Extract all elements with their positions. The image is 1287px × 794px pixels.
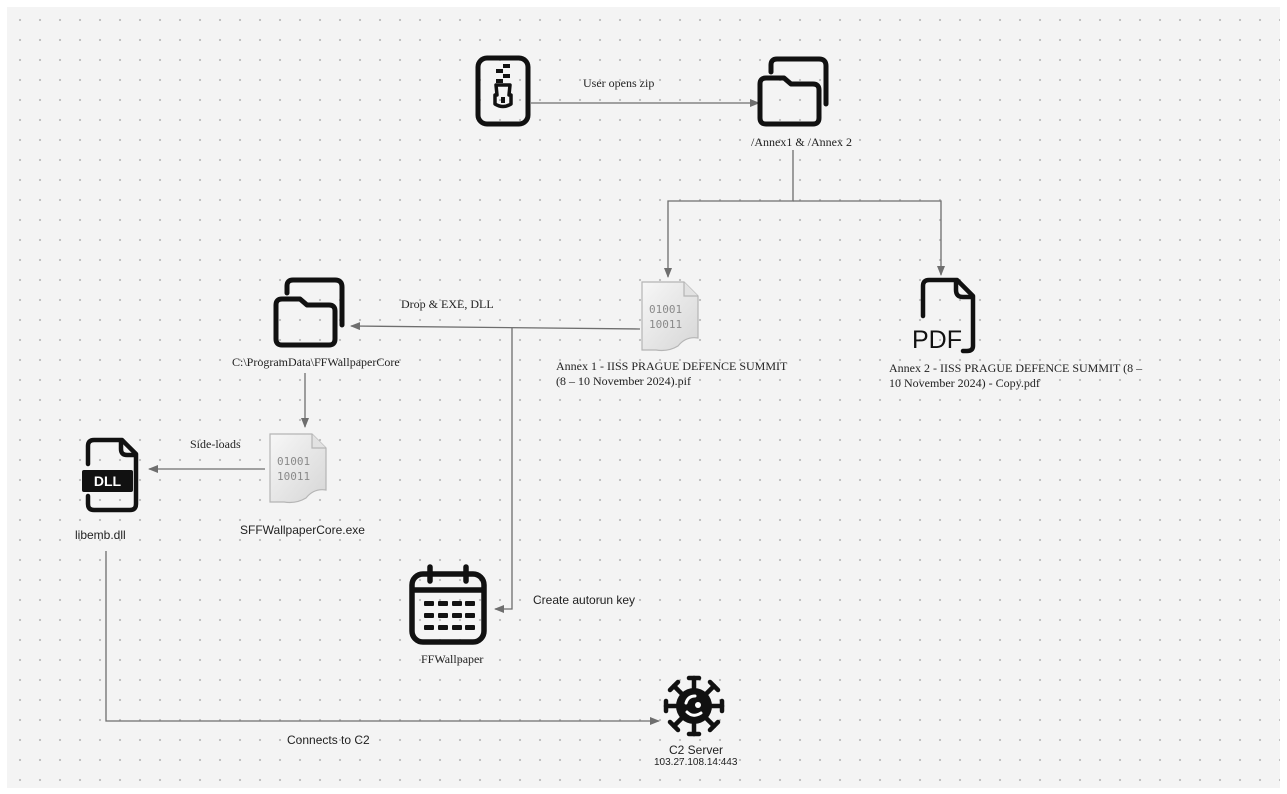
edge-label-drop: Drop & EXE, DLL <box>401 297 494 311</box>
edge-label-user-opens-zip: User opens zip <box>583 76 655 90</box>
binary-digits-line-2: 10011 <box>277 470 310 483</box>
node-label-pdf-line-1: Annex 2 - IISS PRAGUE DEFENCE SUMMIT (8 … <box>889 361 1143 375</box>
binary-file-icon: 01001 10011 <box>641 281 699 352</box>
dll-file-icon: DLL <box>82 437 139 513</box>
node-label-pif-line-2: (8 – 10 November 2024).pif <box>556 374 691 388</box>
node-label-dll: libemb.dll <box>75 528 126 542</box>
calendar-icon <box>409 564 487 645</box>
edge-dll-to-c2 <box>105 551 660 725</box>
edge-label-create-autorun-key: Create autorun key <box>533 593 636 607</box>
diagram-canvas <box>7 7 1280 788</box>
folder-icon <box>273 277 345 348</box>
edge-folder-to-pdf <box>793 200 945 276</box>
binary-digits-line-1: 01001 <box>277 455 310 468</box>
node-label-programdata-folder: C:\ProgramData\FFWallpaperCore <box>232 355 400 369</box>
node-label-pdf-line-2: 10 November 2024) - Copy.pdf <box>889 376 1040 390</box>
pdf-file-icon: PDF <box>912 277 976 354</box>
node-label-annex-folder: /Annex1 & /Annex 2 <box>751 135 852 149</box>
binary-digits-line-2: 10011 <box>649 318 682 331</box>
zip-file-icon <box>475 55 531 127</box>
edge-label-connects-to-c2: Connects to C2 <box>287 733 370 747</box>
binary-digits-line-1: 01001 <box>649 303 682 316</box>
node-label-exe: SFFWallpaperCore.exe <box>240 523 365 537</box>
binary-file-icon: 01001 10011 <box>269 433 327 504</box>
node-label-autorun: FFWallpaper <box>421 652 484 666</box>
edge-pif-to-autorun <box>494 328 513 613</box>
dll-badge-text: DLL <box>94 473 122 489</box>
edge-folder-split <box>664 150 794 278</box>
node-label-pif-line-1: Annex 1 - IISS PRAGUE DEFENCE SUMMIT <box>556 359 788 373</box>
pdf-badge-text: PDF <box>912 326 962 354</box>
edge-label-side-loads: Side-loads <box>190 437 241 451</box>
edge-pif-to-programdata <box>350 322 641 331</box>
virus-icon <box>663 675 725 737</box>
folder-icon <box>757 56 829 127</box>
node-label-c2-address: 103.27.108.14:443 <box>654 757 738 768</box>
node-label-c2-server: C2 Server <box>669 743 724 757</box>
